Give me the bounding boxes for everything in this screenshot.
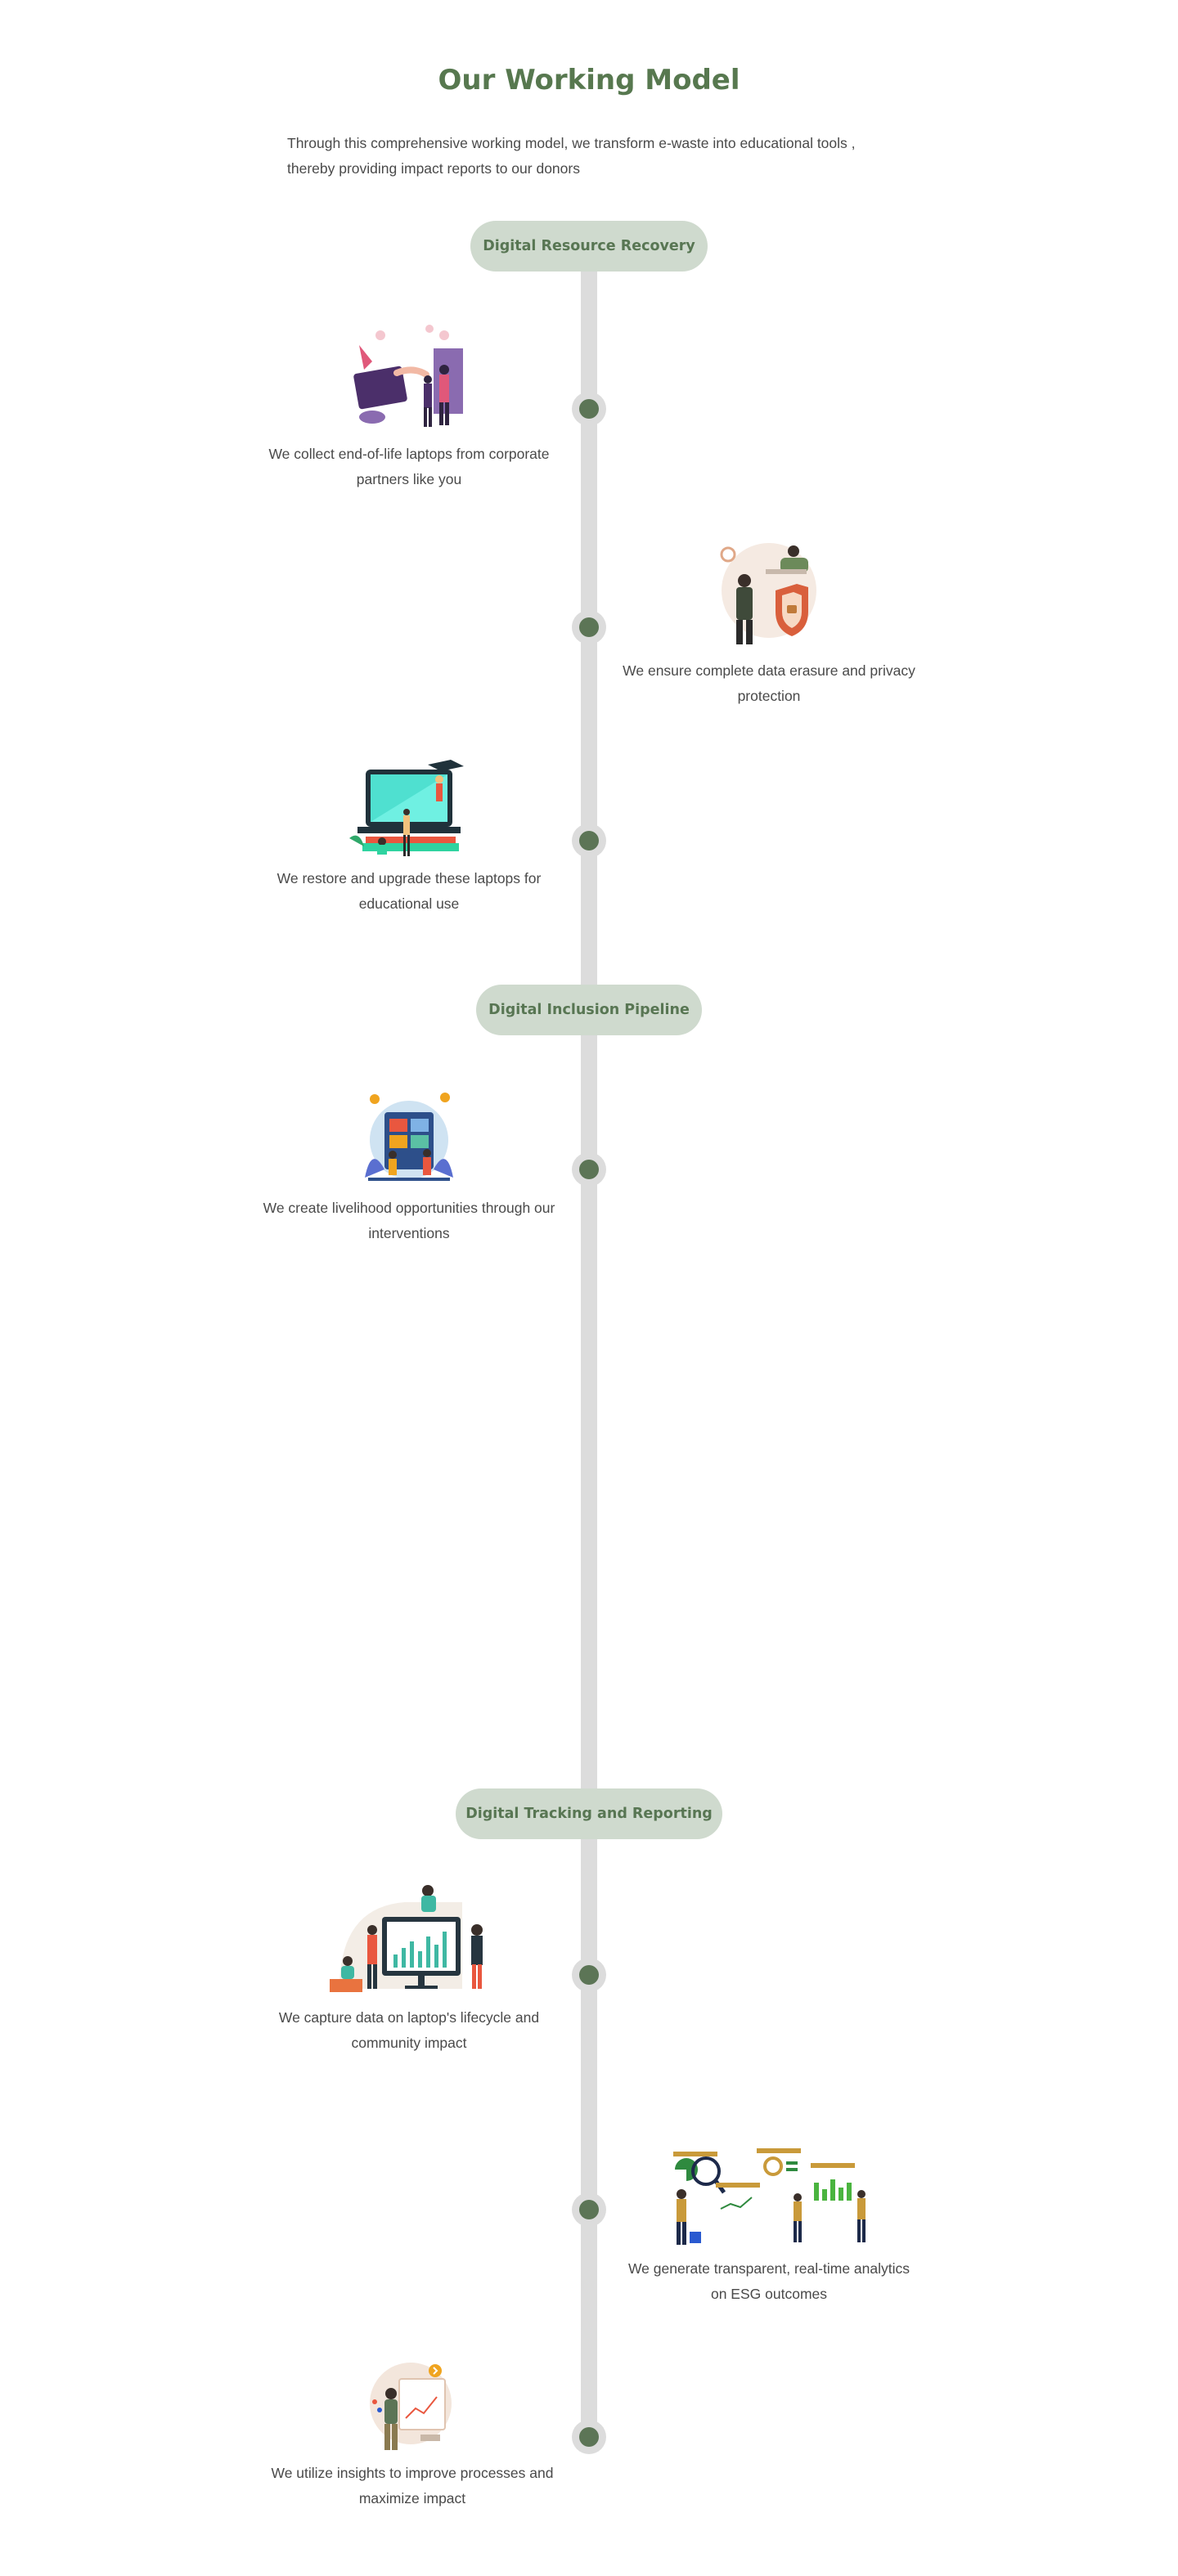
step-collect-laptops: We collect end-of-life laptops from corp… [262,321,556,492]
step-caption: We create livelihood opportunities throu… [263,1200,555,1241]
timeline-dot [572,610,606,644]
laptop-graduation-illustration [349,760,464,856]
step-data-erasure: We ensure complete data erasure and priv… [622,540,916,709]
page-title: Our Working Model [438,64,740,96]
step-caption: We generate transparent, real-time analy… [627,2260,910,2302]
timeline-dot [572,1152,606,1187]
step-livelihood: We create livelihood opportunities throu… [262,1088,556,1246]
step-caption: We collect end-of-life laptops from corp… [268,446,550,487]
intro-text: Through this comprehensive working model… [287,135,856,177]
step-caption: We ensure complete data erasure and priv… [623,662,915,704]
data-capture-illustration [330,1885,483,1992]
analytics-illustration [673,2148,866,2245]
step-restore-laptops: We restore and upgrade these laptops for… [262,756,556,917]
section-label-digital-tracking-and-reporting: Digital Tracking and Reporting [456,1788,722,1839]
timeline-dot [572,1958,606,1992]
timeline-dot [572,392,606,426]
timeline-dot [572,824,606,858]
step-insights: We utilize insights to improve processes… [265,2361,560,2511]
step-caption: We restore and upgrade these laptops for… [277,870,542,912]
section-label-digital-resource-recovery: Digital Resource Recovery [470,221,708,272]
step-analytics: We generate transparent, real-time analy… [622,2147,916,2307]
section-label-digital-inclusion-pipeline: Digital Inclusion Pipeline [476,985,702,1035]
timeline-dot [572,2420,606,2454]
step-caption: We utilize insights to improve processes… [271,2465,554,2506]
data-shield-illustration [720,543,816,644]
insights-illustration [370,2363,452,2450]
step-capture-data: We capture data on laptop's lifecycle an… [262,1883,556,2056]
step-caption: We capture data on laptop's lifecycle an… [278,2009,540,2051]
timeline-line [581,270,597,2437]
handshake-laptop-illustration [353,325,463,427]
livelihood-illustration [365,1093,453,1181]
timeline-dot [572,2192,606,2227]
